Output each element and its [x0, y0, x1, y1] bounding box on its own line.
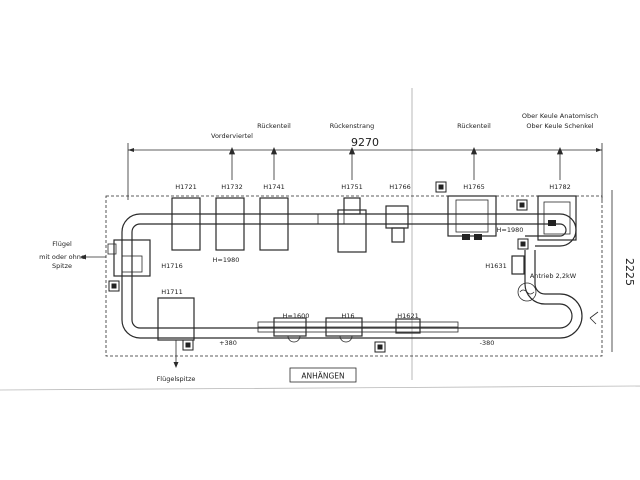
label-fluegelspitze: Flügelspitze — [157, 375, 196, 383]
height-h1711: H1711 — [161, 288, 182, 296]
outer-frame — [105, 195, 603, 357]
dimension-2225: 2225 — [611, 190, 636, 352]
anhaengen-box: ANHÄNGEN — [289, 367, 357, 383]
height-h16: H16 — [341, 312, 354, 320]
station-rueckenstrang: Rückenstrang — [330, 122, 374, 130]
label-anhaengen: ANHÄNGEN — [301, 372, 344, 381]
station-boxes — [107, 195, 577, 341]
dimension-9270: 9270 — [127, 136, 603, 200]
station-arrows — [228, 146, 564, 180]
dim-total-length: 9270 — [351, 136, 379, 149]
bottom-conveyor — [257, 317, 459, 337]
arrow-left-fluegel — [80, 254, 106, 260]
arrow-down-fluegelspitze — [173, 340, 179, 368]
station-vorderviertel: Vorderviertel — [211, 132, 253, 140]
station-ober-keule-schenkel: Ober Keule Schenkel — [526, 122, 593, 130]
height-h1980-right: H=1980 — [497, 226, 524, 234]
column-markers — [108, 181, 529, 353]
height-h1751: H1751 — [341, 183, 362, 191]
label-fluegel: Flügel — [52, 240, 72, 248]
height-h1980-left: H=1980 — [213, 256, 240, 264]
height-h1621: H1621 — [397, 312, 418, 320]
station-rueckenteil-1: Rückenteil — [257, 122, 291, 130]
offset-plus380: +380 — [219, 339, 237, 347]
label-spitze: Spitze — [52, 262, 72, 270]
offset-minus380: -380 — [480, 339, 495, 347]
height-h1782: H1782 — [549, 183, 570, 191]
height-h1741: H1741 — [263, 183, 284, 191]
height-h1631: H1631 — [485, 262, 506, 270]
station-ober-keule-anatomisch: Ober Keule Anatomisch — [522, 112, 598, 120]
height-h1766: H1766 — [389, 183, 410, 191]
scan-edge-line — [0, 385, 640, 391]
label-mit-oder-ohne: mit oder ohne — [39, 253, 85, 261]
height-h1732: H1732 — [221, 183, 242, 191]
hanger-loops — [287, 335, 353, 343]
height-h1765: H1765 — [463, 183, 484, 191]
conveyor-rail — [121, 213, 599, 339]
drive-motor-icon — [517, 282, 537, 302]
height-h1716: H1716 — [161, 262, 182, 270]
station-rueckenteil-2: Rückenteil — [457, 122, 491, 130]
dim-right-height: 2225 — [623, 258, 636, 286]
label-antrieb: Antrieb 2,2kW — [530, 272, 577, 280]
height-h1600: H=1600 — [283, 312, 310, 320]
height-h1721: H1721 — [175, 183, 196, 191]
